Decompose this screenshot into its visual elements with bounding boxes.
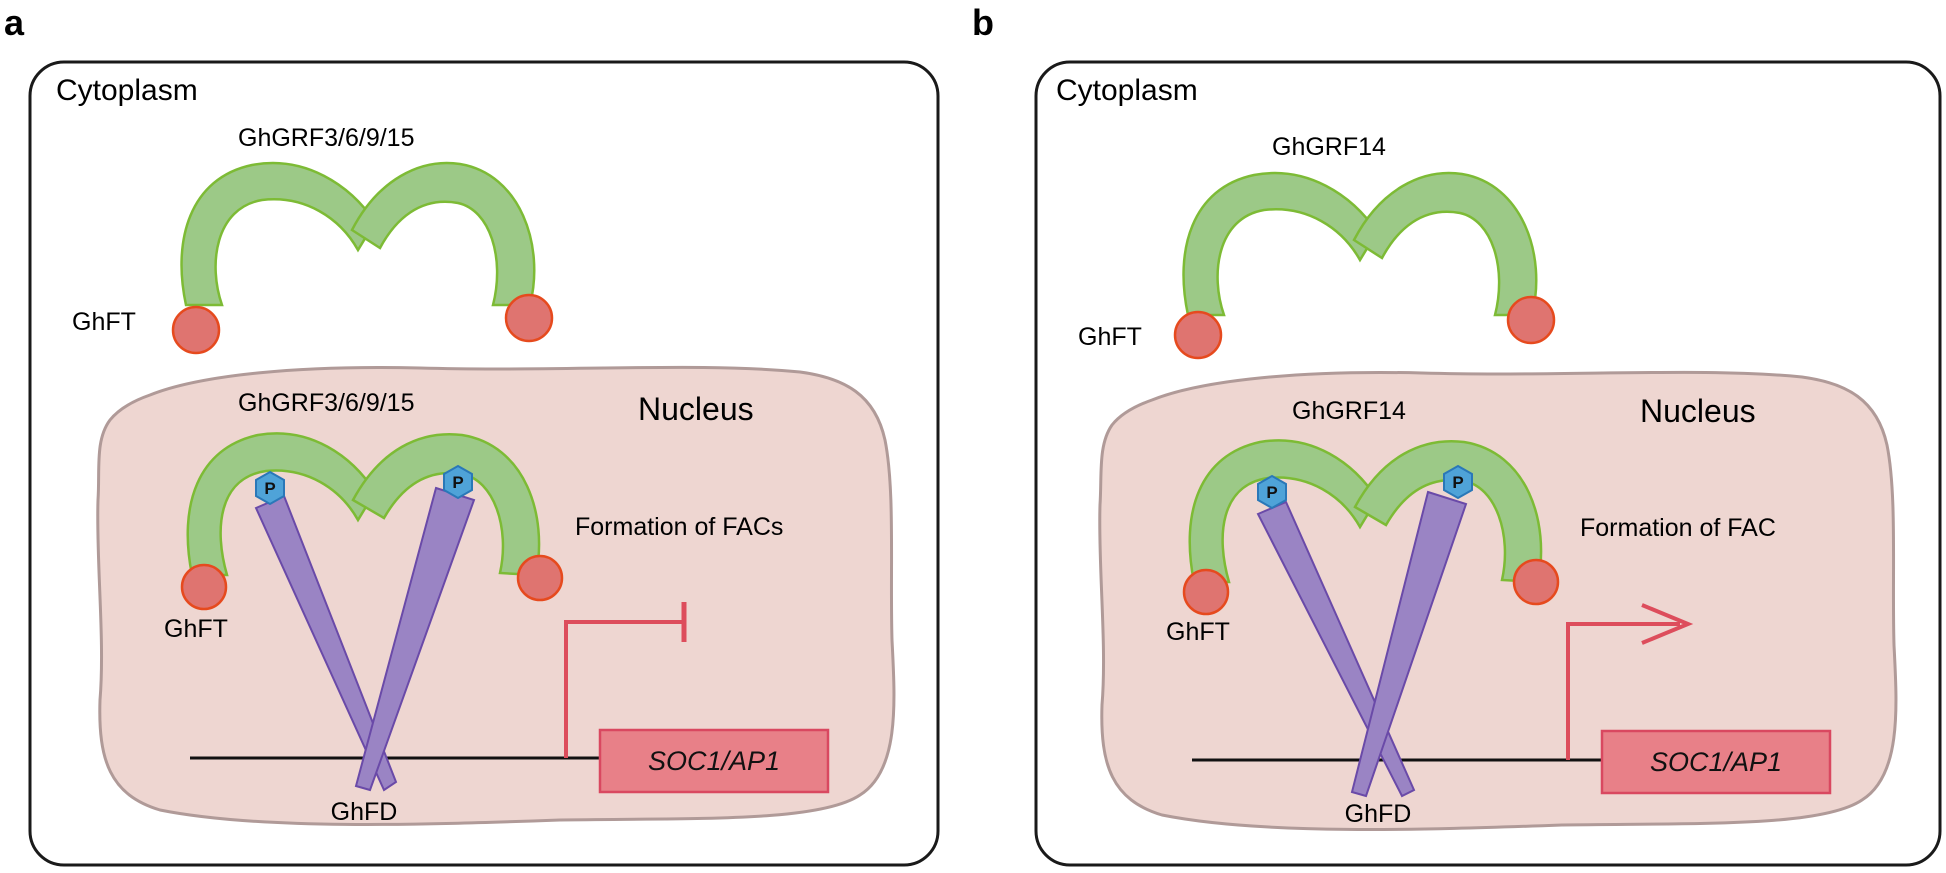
cytoplasm-label: Cytoplasm [1056, 74, 1198, 107]
gene-box [598, 728, 830, 794]
phospho-label: P [1266, 483, 1277, 502]
phospho-hexagon [1257, 474, 1287, 510]
phospho-group-right: P [443, 464, 473, 500]
ft-label-nucleus: GhFT [1166, 618, 1230, 646]
nucleus-label: Nucleus [1640, 393, 1756, 429]
ft-protein-left [171, 305, 221, 355]
grf-dimer-nucleus [1182, 439, 1560, 616]
grf-label-cytoplasm: GhGRF14 [1272, 133, 1386, 161]
formation-label: Formation of FAC [1580, 514, 1776, 542]
ft-protein-right [516, 554, 564, 602]
gene-box [1600, 729, 1832, 795]
phospho-hexagon [443, 464, 473, 500]
panel-letter-a: a [4, 2, 25, 43]
ft-protein-left [180, 563, 228, 611]
activation-arrowhead [1641, 603, 1694, 645]
fd-label: GhFD [1345, 800, 1412, 828]
nucleus [1098, 370, 1898, 831]
transcription-arrow-stem [564, 620, 684, 758]
phospho-label: P [452, 473, 463, 492]
phospho-hexagon [255, 470, 285, 506]
panel-b: b Cytoplasm GhGRF14 GhFT Nucleus GhGRF14… [972, 2, 1942, 867]
ft-protein-left [1182, 568, 1230, 616]
grf-dimer-cytoplasm [1173, 171, 1556, 360]
ft-label-nucleus: GhFT [164, 615, 228, 643]
grf-label-nucleus: GhGRF3/6/9/15 [238, 389, 414, 417]
phospho-group-right: P [1443, 464, 1473, 500]
ft-label-cytoplasm: GhFT [72, 308, 136, 336]
fd-label: GhFD [331, 798, 398, 826]
phospho-label: P [264, 479, 275, 498]
gene-label: SOC1/AP1 [648, 746, 780, 776]
nucleus-label: Nucleus [638, 391, 754, 427]
phospho-group-left: P [1257, 474, 1287, 510]
grf-dimer-cytoplasm [171, 161, 554, 355]
ft-protein-right [504, 293, 554, 343]
transcription-arrow-stem [1566, 622, 1680, 760]
panel-a: a Cytoplasm GhGRF3/6/9/15 GhFT Nucleus G… [4, 2, 940, 867]
grf-label-cytoplasm: GhGRF3/6/9/15 [238, 124, 414, 152]
ft-label-cytoplasm: GhFT [1078, 323, 1142, 351]
phospho-group-left: P [255, 470, 285, 506]
ft-protein-right [1512, 558, 1560, 606]
grf-dimer-nucleus [180, 432, 564, 611]
ft-protein-right [1506, 295, 1556, 345]
phospho-hexagon [1443, 464, 1473, 500]
panel-letter-b: b [972, 2, 994, 43]
formation-label: Formation of FACs [575, 513, 783, 541]
cytoplasm-label: Cytoplasm [56, 74, 198, 107]
phospho-label: P [1452, 473, 1463, 492]
grf-label-nucleus: GhGRF14 [1292, 397, 1406, 425]
ft-protein-left [1173, 310, 1223, 360]
nucleus [96, 365, 896, 826]
gene-label: SOC1/AP1 [1650, 747, 1782, 777]
fd-wedge-right [1350, 490, 1468, 798]
